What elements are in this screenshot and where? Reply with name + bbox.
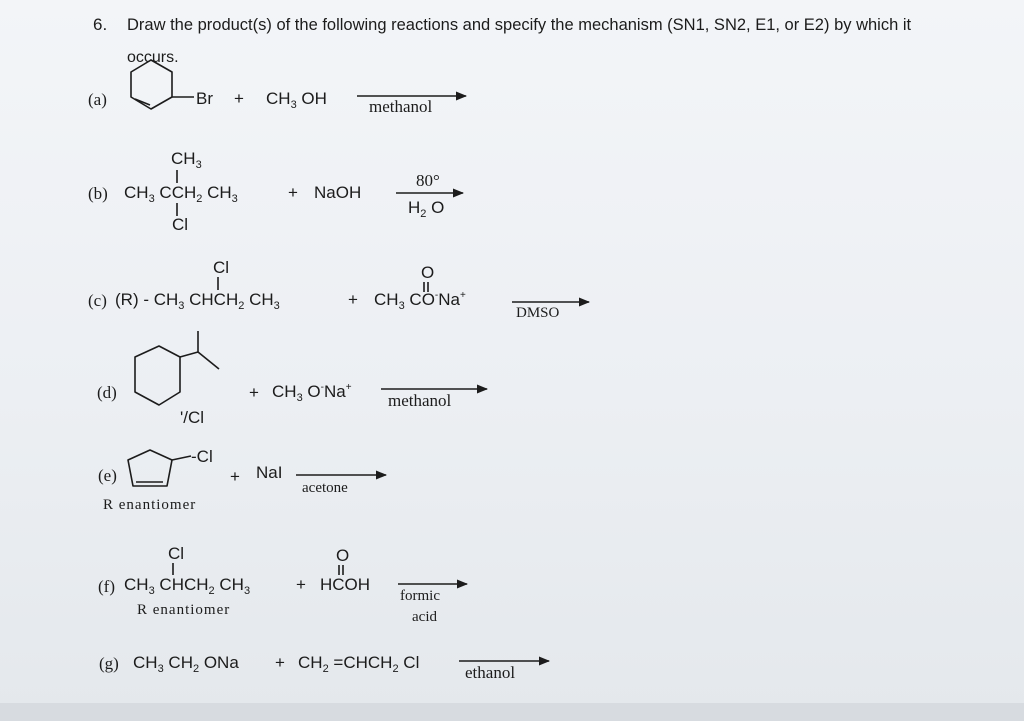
reaction-d-reagent: CH3 O-Na+ bbox=[272, 382, 352, 404]
reaction-d-substituent: '/Cl bbox=[180, 408, 205, 427]
cyclopentene-ring bbox=[127, 449, 192, 487]
reaction-c-chlorine: Cl bbox=[213, 258, 230, 277]
reaction-e-condition: acetone bbox=[302, 480, 348, 496]
reaction-c-oxygen: O bbox=[421, 263, 435, 282]
reaction-d-condition: methanol bbox=[388, 391, 452, 410]
reaction-b-chlorine: Cl bbox=[172, 215, 189, 234]
cyclohexene-ring bbox=[130, 59, 194, 110]
reaction-f-condition-top: formic bbox=[400, 588, 440, 604]
reaction-e-plus: + bbox=[230, 467, 240, 486]
cyclohexane-ring bbox=[134, 331, 220, 406]
reaction-g-substrate: CH3 CH2 ONa bbox=[133, 653, 239, 675]
reaction-f-note: R enantiomer bbox=[137, 602, 231, 618]
reaction-f-oxygen: O bbox=[336, 546, 350, 565]
reaction-a-label: (a) bbox=[88, 90, 107, 109]
question-text-continued: occurs. bbox=[127, 49, 179, 66]
reaction-b-methyl: CH3 bbox=[171, 149, 202, 171]
reaction-e-label: (e) bbox=[98, 466, 117, 485]
reaction-f-reagent: HCOH bbox=[320, 575, 371, 594]
reaction-d-label: (d) bbox=[97, 383, 117, 402]
reaction-a-substituent: Br bbox=[196, 89, 213, 108]
reaction-c-reagent: CH3 CO-Na+ bbox=[374, 290, 466, 312]
reaction-a-condition: methanol bbox=[369, 97, 433, 116]
reaction-a-plus: + bbox=[234, 89, 244, 108]
reaction-f-substrate: CH3 CHCH2 CH3 bbox=[124, 575, 251, 597]
reaction-f-chlorine: Cl bbox=[168, 544, 185, 563]
reaction-e-reagent: NaI bbox=[256, 463, 283, 482]
reaction-g-condition: ethanol bbox=[465, 663, 516, 682]
reaction-c-condition: DMSO bbox=[516, 305, 560, 321]
reaction-f-plus: + bbox=[296, 575, 306, 594]
reaction-e-note: R enantiomer bbox=[103, 497, 197, 513]
question-number: 6. bbox=[93, 15, 108, 34]
reaction-g-plus: + bbox=[275, 653, 285, 672]
reaction-g-label: (g) bbox=[99, 654, 119, 673]
reaction-b-substrate: CH3 CCH2 CH3 bbox=[124, 183, 238, 205]
reaction-c-label: (c) bbox=[88, 291, 107, 310]
reaction-b-solvent: H2 O bbox=[408, 198, 445, 220]
reaction-f-condition-bottom: acid bbox=[412, 609, 437, 625]
reaction-b-temperature: 80° bbox=[416, 171, 440, 190]
reaction-b-label: (b) bbox=[88, 184, 108, 203]
reaction-d-plus: + bbox=[249, 383, 259, 402]
reaction-a-reagent: CH3 OH bbox=[266, 89, 327, 111]
reaction-b-reagent: NaOH bbox=[314, 183, 362, 202]
reaction-c-substrate: (R) - CH3 CHCH2 CH3 bbox=[115, 290, 280, 312]
reaction-g-reagent: CH2 =CHCH2 Cl bbox=[298, 653, 420, 675]
page-edge-shadow bbox=[0, 703, 1024, 721]
question-text: Draw the product(s) of the following rea… bbox=[127, 16, 912, 34]
reaction-f-label: (f) bbox=[98, 577, 115, 596]
reaction-c-plus: + bbox=[348, 290, 358, 309]
reaction-b-plus: + bbox=[288, 183, 298, 202]
reaction-e-substituent: -Cl bbox=[191, 447, 213, 466]
